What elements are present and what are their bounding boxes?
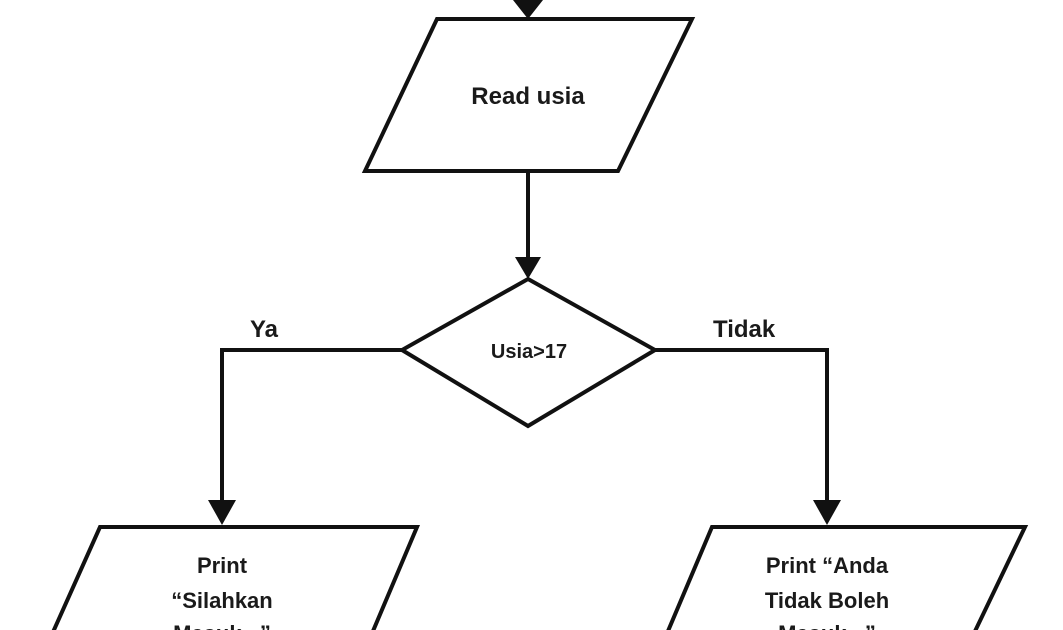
arrowhead-decision-no xyxy=(813,500,841,525)
branch-label-yes: Ya xyxy=(250,316,279,343)
output-yes-line-3: Masuk...” xyxy=(173,621,271,630)
input-node-label: Read usia xyxy=(471,83,585,110)
arrowhead-read-to-decision xyxy=(515,257,541,279)
arrowhead-start-to-read xyxy=(513,0,543,19)
edge-decision-no xyxy=(655,348,829,505)
decision-node-label: Usia>17 xyxy=(491,341,567,363)
edge-decision-yes xyxy=(220,348,402,505)
output-yes-line-1: Print xyxy=(197,553,248,578)
output-node-print-yes xyxy=(51,525,421,630)
output-no-line-2: Tidak Boleh xyxy=(765,588,889,613)
output-no-line-1: Print “Anda xyxy=(766,553,889,578)
input-node-read-usia xyxy=(361,17,696,173)
output-node-print-no xyxy=(666,525,1029,630)
branch-label-no: Tidak xyxy=(713,316,776,343)
output-yes-line-2: “Silahkan xyxy=(171,588,272,613)
decision-node-usia xyxy=(398,276,659,429)
arrowhead-decision-yes xyxy=(208,500,236,525)
output-no-line-3: Masuk...” xyxy=(778,621,876,630)
